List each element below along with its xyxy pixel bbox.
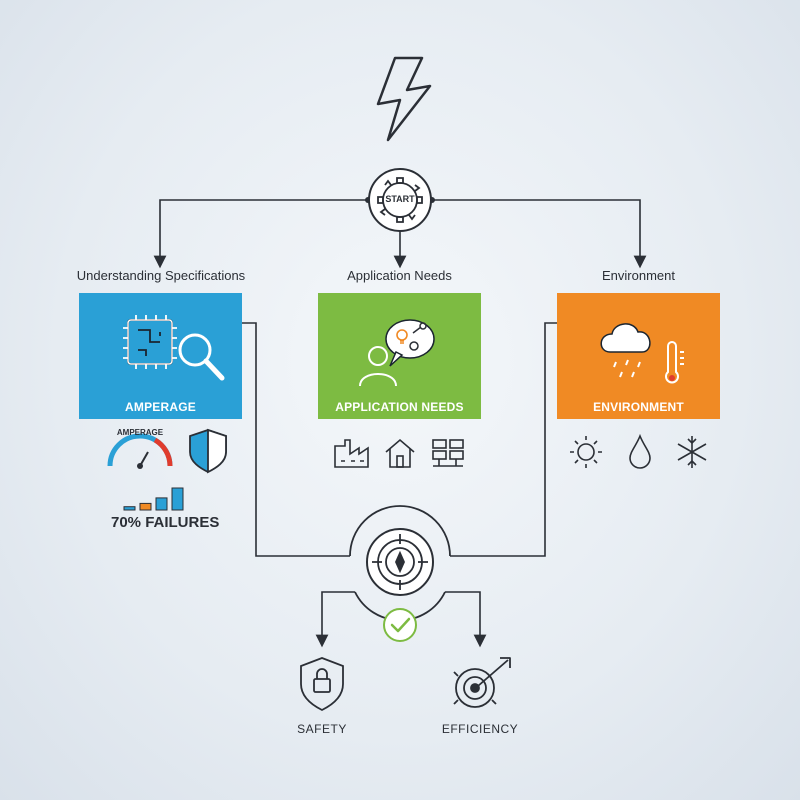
outcome-safety-label: SAFETY <box>297 722 347 736</box>
gauge-icon <box>107 433 173 469</box>
bar-3 <box>171 487 184 511</box>
bar-2 <box>155 497 168 511</box>
card-application-label: APPLICATION NEEDS <box>335 400 464 414</box>
lightning-icon <box>376 56 432 142</box>
thermometer-icon <box>665 341 684 384</box>
factory-icon <box>334 439 369 468</box>
gauge-label: AMPERAGE <box>116 428 164 437</box>
compass-icon <box>372 534 428 590</box>
target-arrow-icon <box>453 657 511 708</box>
check-icon <box>383 608 417 642</box>
card-environment: ENVIRONMENT <box>557 293 720 419</box>
house-icon <box>385 438 415 468</box>
card-environment-label: ENVIRONMENT <box>593 400 684 414</box>
chip-icon <box>123 315 177 369</box>
outcome-efficiency-label: EFFICIENCY <box>441 722 519 736</box>
side-connectors <box>242 322 557 648</box>
shield-icon <box>189 428 227 474</box>
server-icon <box>432 439 464 467</box>
bar-0 <box>123 506 136 511</box>
start-label: START <box>385 194 415 204</box>
card-amperage: AMPERAGE <box>79 293 242 419</box>
top-connectors <box>153 199 647 269</box>
compass-node <box>349 505 451 622</box>
card-environment-bg <box>557 293 720 419</box>
branch-title-specifications: Understanding Specifications <box>76 268 246 283</box>
card-application-needs: APPLICATION NEEDS <box>318 293 481 419</box>
lightbulb-icon <box>396 329 408 344</box>
droplet-icon <box>629 433 651 469</box>
sun-icon <box>570 436 602 468</box>
cloud-rain-icon <box>600 323 651 378</box>
bar-chart-icon <box>123 487 184 511</box>
snowflake-icon <box>677 436 707 468</box>
magnifier-icon <box>178 333 225 381</box>
bar-1 <box>139 502 152 511</box>
gear-icon <box>377 177 423 223</box>
failures-stat: 70% FAILURES <box>111 514 220 531</box>
lock-shield-icon <box>300 657 344 712</box>
wrench-icon <box>409 322 427 351</box>
card-amperage-label: AMPERAGE <box>125 400 196 414</box>
start-node <box>368 168 432 232</box>
branch-title-application: Application Needs <box>347 268 452 283</box>
branch-title-environment: Environment <box>602 268 675 283</box>
person-icon <box>359 346 397 387</box>
